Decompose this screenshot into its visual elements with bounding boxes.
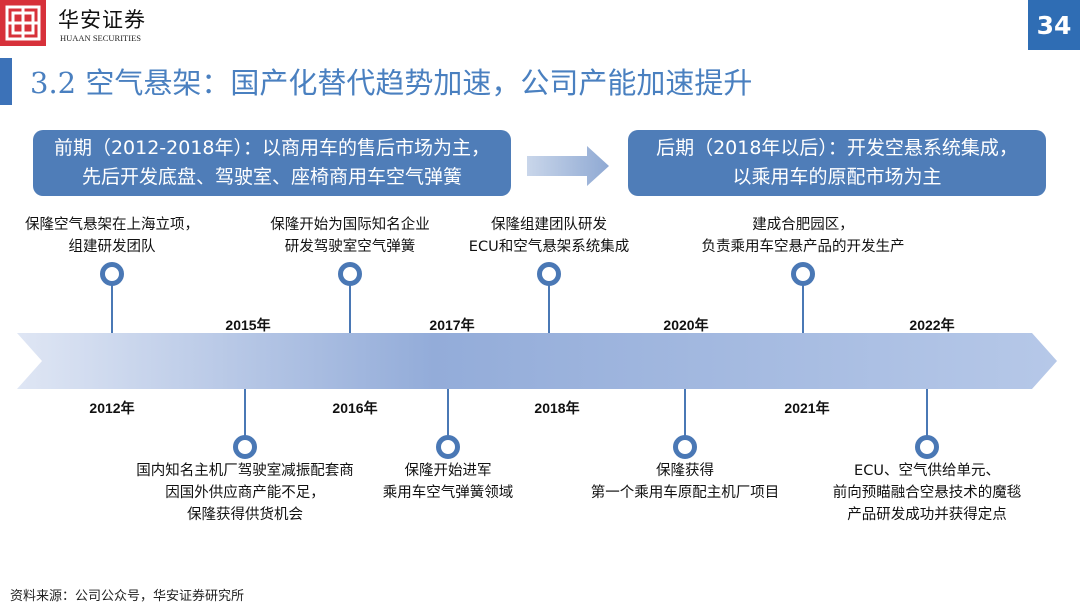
event-pin-icon [673, 435, 697, 459]
event-pin-icon [100, 262, 124, 286]
logo-chinese-name: 华安证券 [58, 8, 146, 32]
event-line: 产品研发成功并获得定点 [847, 507, 1007, 523]
event-line: ECU、空气供给单元、 [854, 463, 1000, 479]
event-line: 因国外供应商产能不足， [165, 485, 325, 501]
event-pin-icon [791, 262, 815, 286]
event-line: 组建研发团队 [68, 239, 156, 255]
phase-late-line1: 后期（2018年以后）：开发空悬系统集成， [656, 137, 1018, 159]
event-line: 国内知名主机厂驾驶室减振配套商 [136, 463, 354, 479]
event-line: 保隆开始为国际知名企业 [270, 217, 430, 233]
top-event-text: 保隆组建团队研发 ECU和空气悬架系统集成 [469, 214, 629, 258]
event-connector [244, 389, 246, 439]
event-pin-icon [537, 262, 561, 286]
event-line: 保隆开始进军 [404, 463, 492, 479]
event-connector [111, 280, 113, 333]
timeline-band [17, 333, 1057, 389]
year-label: 2018年 [534, 400, 580, 416]
phase-late-line2: 以乘用车的原配市场为主 [732, 166, 942, 188]
event-connector [447, 389, 449, 439]
title-accent-bar [0, 58, 12, 105]
event-connector [802, 280, 804, 333]
event-pin-icon [436, 435, 460, 459]
logo-english-name: HUAAN SECURITIES [60, 33, 141, 43]
top-event-text: 保隆开始为国际知名企业研发驾驶室空气弹簧 [270, 214, 430, 258]
event-connector [548, 280, 550, 333]
top-event-text: 保隆空气悬架在上海立项， 组建研发团队 [25, 214, 199, 258]
year-label: 2012年 [89, 400, 135, 416]
event-line: 研发驾驶室空气弹簧 [284, 239, 416, 255]
bottom-event-text: 国内知名主机厂驾驶室减振配套商因国外供应商产能不足， 保隆获得供货机会 [136, 460, 354, 526]
bottom-event-text: ECU、空气供给单元、前向预瞄融合空悬技术的魔毯产品研发成功并获得定点 [833, 460, 1022, 526]
event-line: 负责乘用车空悬产品的开发生产 [701, 239, 905, 255]
event-line: 建成合肥园区， [752, 217, 854, 233]
year-label: 2022年 [909, 317, 955, 333]
year-label: 2021年 [784, 400, 830, 416]
event-line: 前向预瞄融合空悬技术的魔毯 [832, 485, 1022, 501]
phase-early-line1: 前期（2012-2018年）：以商用车的售后市场为主， [53, 137, 491, 159]
event-line: 保隆空气悬架在上海立项， [25, 217, 199, 233]
event-line: 第一个乘用车原配主机厂项目 [590, 485, 780, 501]
event-connector [684, 389, 686, 439]
year-label: 2017年 [429, 317, 475, 333]
logo-emblem-icon [5, 5, 41, 41]
phase-late-box: 后期（2018年以后）：开发空悬系统集成， 以乘用车的原配市场为主 [628, 130, 1046, 196]
company-logo [0, 0, 46, 46]
phase-early-line2: 先后开发底盘、驾驶室、座椅商用车空气弹簧 [81, 166, 462, 188]
bottom-event-text: 保隆获得第一个乘用车原配主机厂项目 [591, 460, 780, 504]
year-label: 2016年 [332, 400, 378, 416]
page-number: 34 [1028, 0, 1080, 50]
event-connector [349, 280, 351, 333]
year-label: 2020年 [663, 317, 709, 333]
year-label: 2015年 [225, 317, 271, 333]
event-connector [926, 389, 928, 439]
event-line: 乘用车空气弹簧领域 [382, 485, 514, 501]
phase-early-box: 前期（2012-2018年）：以商用车的售后市场为主， 先后开发底盘、驾驶室、座… [33, 130, 511, 196]
event-pin-icon [233, 435, 257, 459]
event-line: 保隆获得 [656, 463, 714, 479]
event-line: 保隆组建团队研发 [491, 217, 607, 233]
page-title: 3.2 空气悬架：国产化替代趋势加速，公司产能加速提升 [30, 66, 753, 100]
event-line: ECU和空气悬架系统集成 [468, 239, 630, 255]
event-pin-icon [338, 262, 362, 286]
event-pin-icon [915, 435, 939, 459]
bottom-event-text: 保隆开始进军乘用车空气弹簧领域 [383, 460, 514, 504]
event-line: 保隆获得供货机会 [187, 507, 303, 523]
right-arrow-icon [527, 146, 609, 186]
source-footnote: 资料来源：公司公众号，华安证券研究所 [10, 589, 245, 604]
top-event-text: 建成合肥园区， 负责乘用车空悬产品的开发生产 [702, 214, 905, 258]
